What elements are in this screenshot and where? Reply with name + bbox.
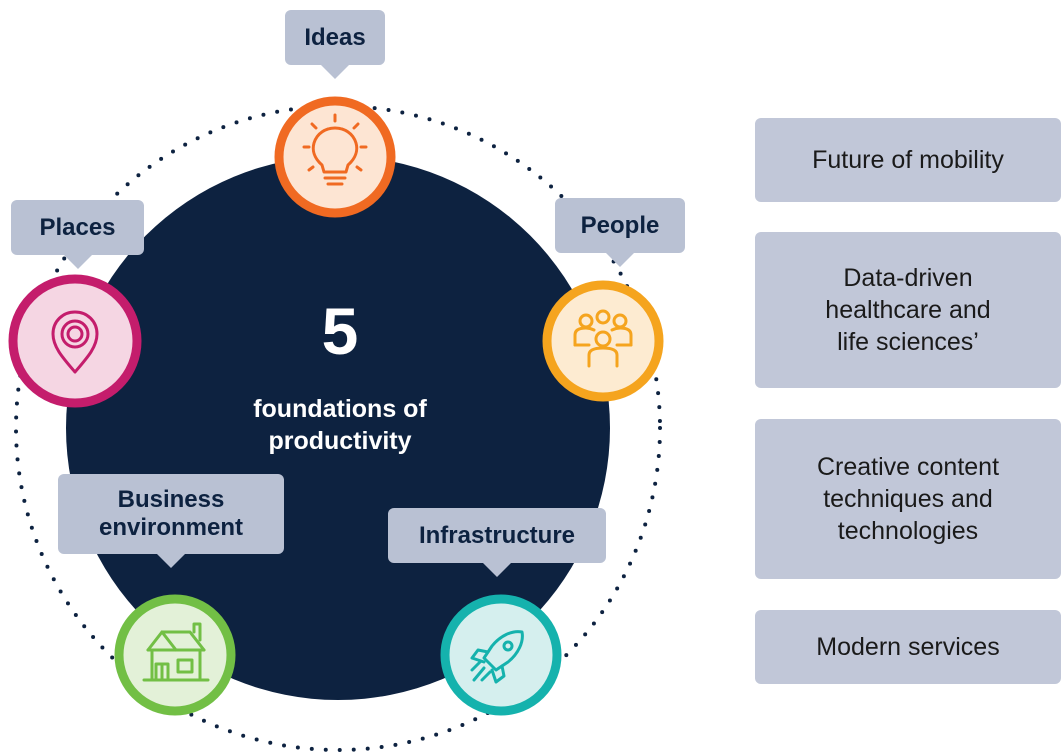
places-callout: Places: [11, 200, 144, 269]
ideas-callout: Ideas: [285, 10, 385, 79]
infrastructure-label: Infrastructure: [418, 521, 576, 549]
business-environment-label-line1: Business: [117, 486, 225, 513]
lightbulb-icon: [302, 113, 368, 186]
challenge-box-creative: Creative content techniques and technolo…: [755, 419, 1061, 579]
center-number: 5: [321, 294, 359, 368]
challenge-line: Future of mobility: [812, 146, 1004, 174]
challenge-line: life sciences’: [837, 328, 979, 356]
business-environment-node: [114, 594, 236, 716]
challenge-line: Data-driven: [843, 264, 973, 292]
foundations-diagram: [8, 96, 664, 752]
people-node: [542, 280, 664, 402]
people-label: People: [580, 211, 660, 239]
challenge-box-mobility: Future of mobility: [755, 118, 1061, 202]
challenge-line: techniques and: [823, 485, 993, 513]
center-label-line1: foundations of: [253, 395, 427, 423]
house-icon: [142, 622, 210, 682]
challenge-text: Creative content techniques and technolo…: [817, 451, 999, 547]
places-node: [8, 274, 142, 408]
challenge-text: Modern services: [816, 631, 999, 663]
challenge-text: Data-driven healthcare and life sciences…: [825, 262, 990, 358]
center-label-line2: productivity: [268, 427, 412, 455]
challenge-box-healthcare: Data-driven healthcare and life sciences…: [755, 232, 1061, 388]
dotted-ring: [14, 104, 662, 752]
challenge-box-modern-services: Modern services: [755, 610, 1061, 684]
center-label: foundations of productivity: [190, 393, 490, 457]
business-environment-callout: Business environment: [58, 474, 284, 568]
places-label: Places: [39, 213, 116, 241]
rocket-icon: [470, 630, 524, 684]
ideas-label: Ideas: [304, 23, 366, 51]
location-pin-icon: [51, 310, 99, 374]
challenge-line: technologies: [837, 517, 979, 545]
challenge-text: Future of mobility: [812, 144, 1004, 176]
challenge-line: healthcare and: [825, 296, 991, 324]
infrastructure-node: [440, 594, 562, 716]
challenge-line: Modern services: [816, 633, 1000, 661]
infrastructure-callout: Infrastructure: [388, 508, 606, 577]
people-group-icon: [573, 309, 633, 368]
people-callout: People: [555, 198, 685, 267]
ideas-node: [274, 96, 396, 218]
challenge-line: Creative content: [816, 453, 1000, 481]
center-disc: [66, 156, 610, 700]
business-environment-label-line2: environment: [98, 514, 244, 541]
